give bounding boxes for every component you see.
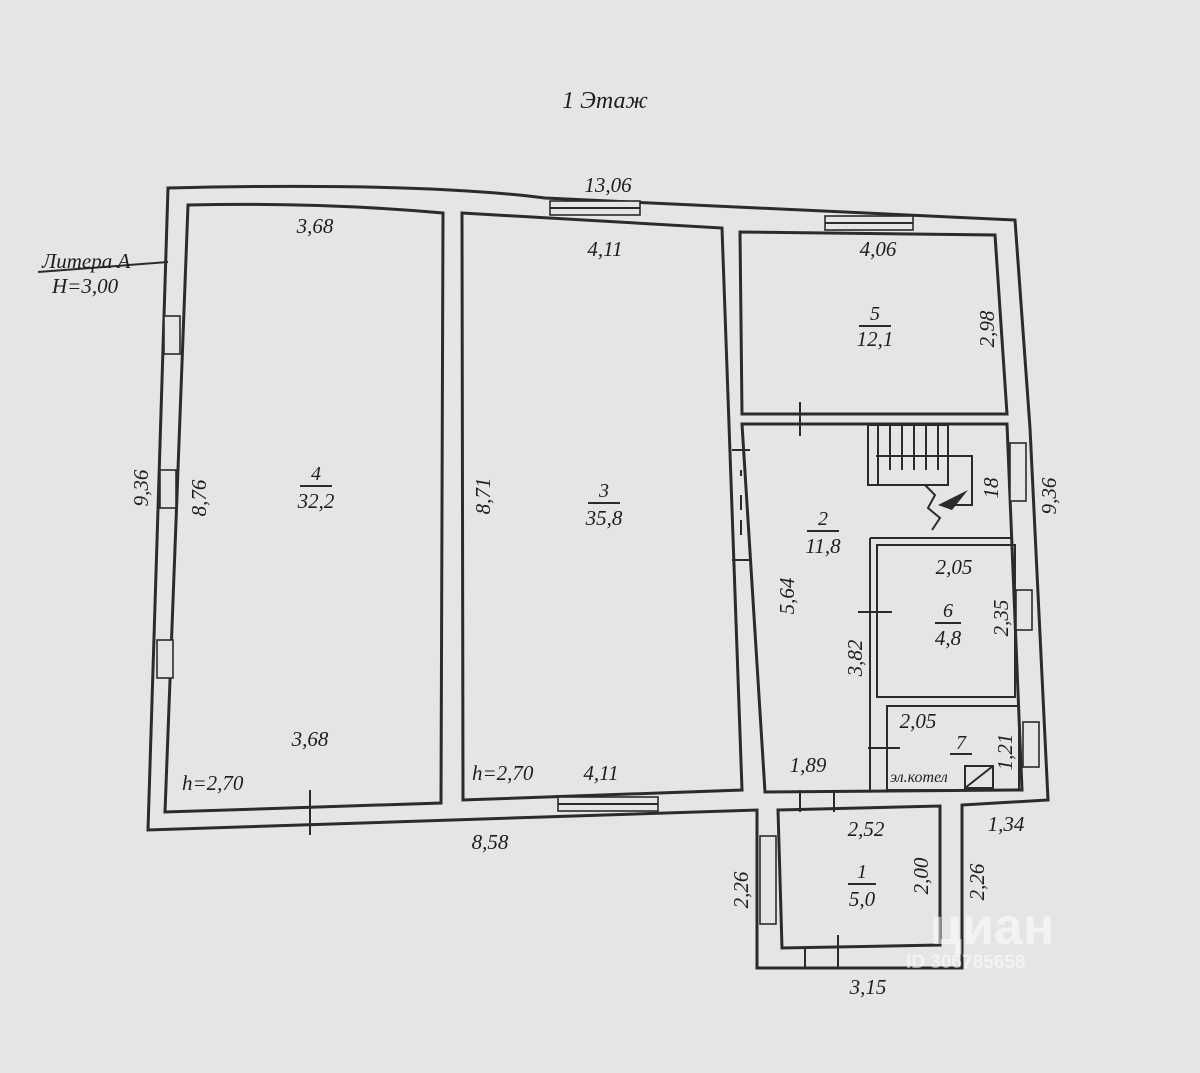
dim-stair-steps: 18 <box>979 477 1003 499</box>
dim-r1-bottom: 3,15 <box>849 975 887 999</box>
room-2-number: 2 <box>818 508 828 530</box>
windows <box>156 200 1040 925</box>
room-3-area: 35,8 <box>585 506 623 530</box>
dim-porch-right: 1,34 <box>988 812 1025 836</box>
room-4-area: 32,2 <box>297 489 335 513</box>
dim-r4-height: 8,76 <box>187 479 211 516</box>
dim-r7-width: 2,05 <box>900 709 937 733</box>
litera-height: H=3,00 <box>51 274 119 298</box>
dim-r4-ceiling: h=2,70 <box>182 771 244 795</box>
vertical-dimensions: 9,36 8,76 8,71 2,98 18 9,36 5,64 2,35 3,… <box>129 310 1061 908</box>
dim-r6-width: 2,05 <box>936 555 973 579</box>
watermark-id: ID 306785658 <box>906 952 1025 973</box>
dim-r1-height: 2,00 <box>909 857 933 894</box>
dim-right-outer: 9,36 <box>1037 477 1061 514</box>
room-5-number: 5 <box>870 303 880 325</box>
stair-arrow-icon <box>938 490 968 510</box>
dim-r5-width: 4,06 <box>860 237 897 261</box>
dim-r1-right-outer: 2,26 <box>965 863 989 900</box>
dim-r2-bottom: 1,89 <box>790 753 827 777</box>
staircase <box>867 424 973 531</box>
room-3-number: 3 <box>598 480 609 502</box>
dim-r3-ceiling: h=2,70 <box>472 761 534 785</box>
dim-r3-top: 4,11 <box>587 237 622 261</box>
outer-walls <box>146 184 1050 970</box>
dim-top-total: 13,06 <box>584 173 632 197</box>
dim-r6-left: 3,82 <box>843 639 867 677</box>
boiler-label: эл.котел <box>890 769 948 786</box>
dim-left-outer: 9,36 <box>129 469 153 506</box>
dim-r6-height: 2,35 <box>989 600 1013 637</box>
dim-r5-height: 2,98 <box>975 310 999 347</box>
room-labels: 4 32,2 3 35,8 5 12,1 2 11,8 6 4,8 7 1 5,… <box>297 303 972 911</box>
window <box>759 835 777 925</box>
room-6-walls <box>876 544 1016 698</box>
room-4-number: 4 <box>311 463 321 485</box>
room-5-area: 12,1 <box>857 327 894 351</box>
litera-name: Литера А <box>41 249 130 273</box>
watermark-brand: циан <box>930 898 1054 956</box>
door-marks <box>309 402 900 968</box>
room-6-number: 6 <box>943 600 953 622</box>
room-1-number: 1 <box>857 861 867 883</box>
room-7-number: 7 <box>956 732 967 754</box>
dim-r1-width: 2,52 <box>848 817 885 841</box>
room-2-area: 11,8 <box>805 534 841 558</box>
dim-bottom-total: 8,58 <box>472 830 509 854</box>
room-1-area: 5,0 <box>849 887 876 911</box>
dim-r2-height: 5,64 <box>775 577 799 614</box>
dim-r1-left-outer: 2,26 <box>729 871 753 908</box>
window <box>159 469 177 509</box>
window <box>1009 442 1027 502</box>
dim-r4-top: 3,68 <box>296 214 334 238</box>
litera-label: Литера А H=3,00 <box>37 249 169 298</box>
dim-r3-bottom: 4,11 <box>583 761 618 785</box>
window <box>163 315 181 355</box>
boiler-icon <box>964 765 994 789</box>
floor-title: 1 Этаж <box>562 88 648 114</box>
watermark: циан ID 306785658 <box>906 898 1054 973</box>
window <box>1015 589 1033 631</box>
window <box>1022 721 1040 768</box>
dim-r4-bottom: 3,68 <box>291 727 329 751</box>
dimensions: 13,06 3,68 4,11 4,06 3,68 h=2,70 h=2,70 … <box>182 173 1025 999</box>
dim-r7-height: 1,21 <box>993 734 1017 771</box>
room-6-area: 4,8 <box>935 626 962 650</box>
window <box>156 639 174 679</box>
dim-r3-height: 8,71 <box>471 478 495 515</box>
